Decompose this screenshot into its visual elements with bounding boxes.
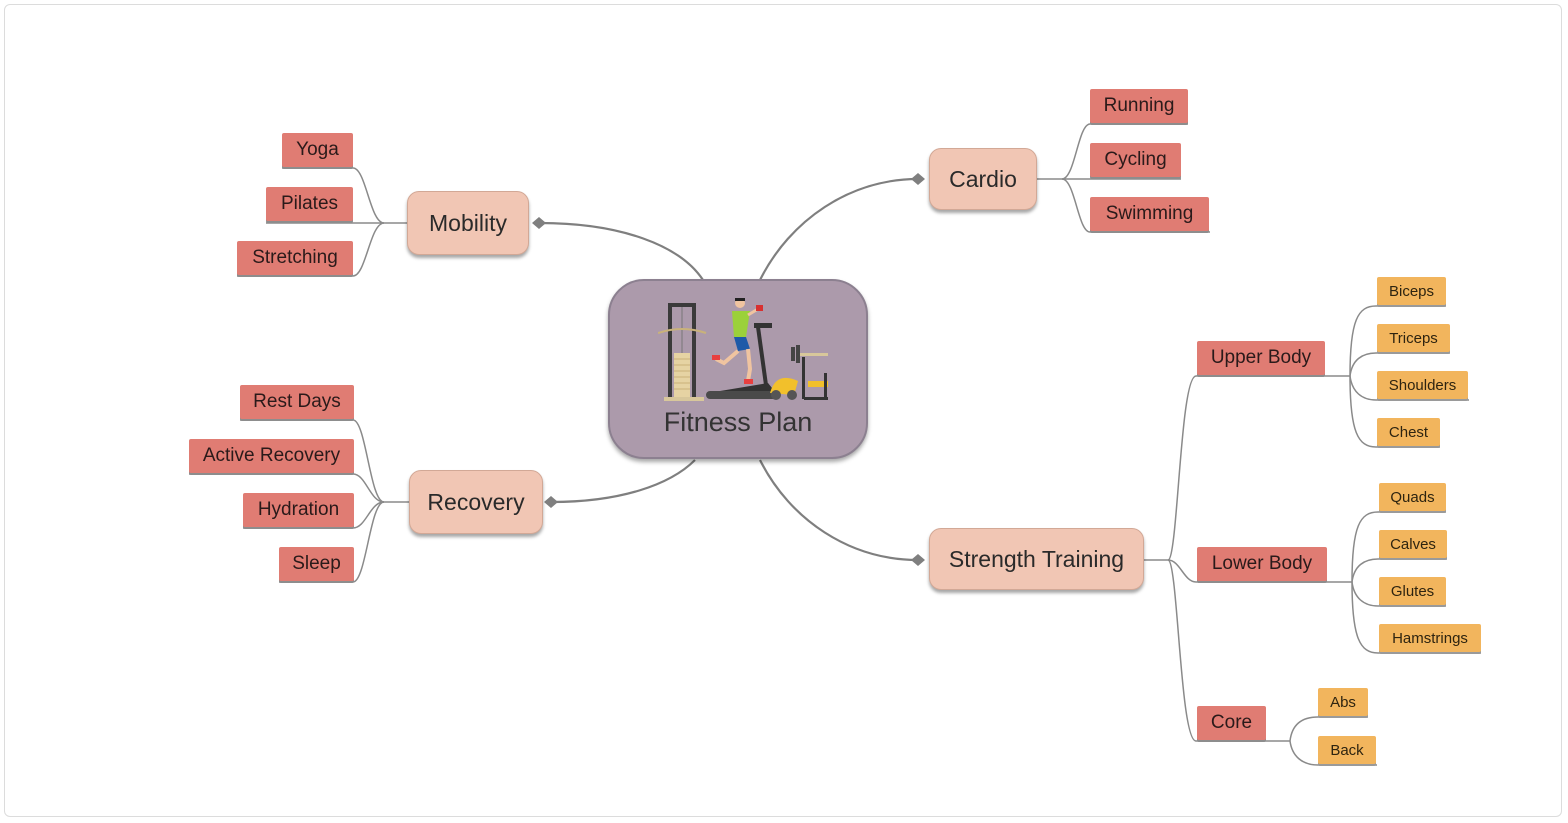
leaf-calves[interactable]: Calves (1379, 530, 1447, 558)
topic-cardio[interactable]: Cardio (929, 148, 1037, 210)
leaf-triceps[interactable]: Triceps (1377, 324, 1450, 352)
leaf-quads[interactable]: Quads (1379, 483, 1446, 511)
gym-treadmill-runner-icon (658, 298, 828, 401)
connector-center-cardio (759, 177, 919, 281)
topic-strength-training[interactable]: Strength Training (929, 528, 1144, 590)
subtopic-stretching[interactable]: Stretching (237, 241, 353, 275)
subtopic-running[interactable]: Running (1090, 89, 1188, 123)
connector-center-recovery (551, 459, 696, 504)
subtopic-sleep[interactable]: Sleep (279, 547, 354, 581)
subtopic-cycling[interactable]: Cycling (1090, 143, 1181, 177)
leaf-shoulders[interactable]: Shoulders (1377, 371, 1468, 399)
central-topic-title: Fitness Plan (663, 407, 813, 437)
connector-diamond-strength (911, 554, 925, 566)
connector-center-strength (759, 459, 919, 562)
subtopic-upper-body[interactable]: Upper Body (1197, 341, 1325, 375)
leaf-abs[interactable]: Abs (1318, 688, 1368, 716)
leaf-hamstrings[interactable]: Hamstrings (1379, 624, 1481, 652)
subtopic-yoga[interactable]: Yoga (282, 133, 353, 167)
central-topic-node[interactable]: Fitness Plan (608, 279, 868, 459)
connector-diamond-mobility (532, 217, 546, 229)
connector-diamond-cardio (911, 173, 925, 185)
leaf-chest[interactable]: Chest (1377, 418, 1440, 446)
leaf-biceps[interactable]: Biceps (1377, 277, 1446, 305)
subtopic-active-recovery[interactable]: Active Recovery (189, 439, 354, 473)
leaf-back[interactable]: Back (1318, 736, 1376, 764)
topic-mobility[interactable]: Mobility (407, 191, 529, 255)
leaf-glutes[interactable]: Glutes (1379, 577, 1446, 605)
connector-diamond-recovery (544, 496, 558, 508)
subtopic-swimming[interactable]: Swimming (1090, 197, 1209, 231)
subtopic-lower-body[interactable]: Lower Body (1197, 547, 1327, 581)
subtopic-hydration[interactable]: Hydration (243, 493, 354, 527)
subtopic-core[interactable]: Core (1197, 706, 1266, 740)
subtopic-rest-days[interactable]: Rest Days (240, 385, 354, 419)
topic-recovery[interactable]: Recovery (409, 470, 543, 534)
subtopic-pilates[interactable]: Pilates (266, 187, 353, 221)
connector-center-mobility (539, 221, 704, 281)
